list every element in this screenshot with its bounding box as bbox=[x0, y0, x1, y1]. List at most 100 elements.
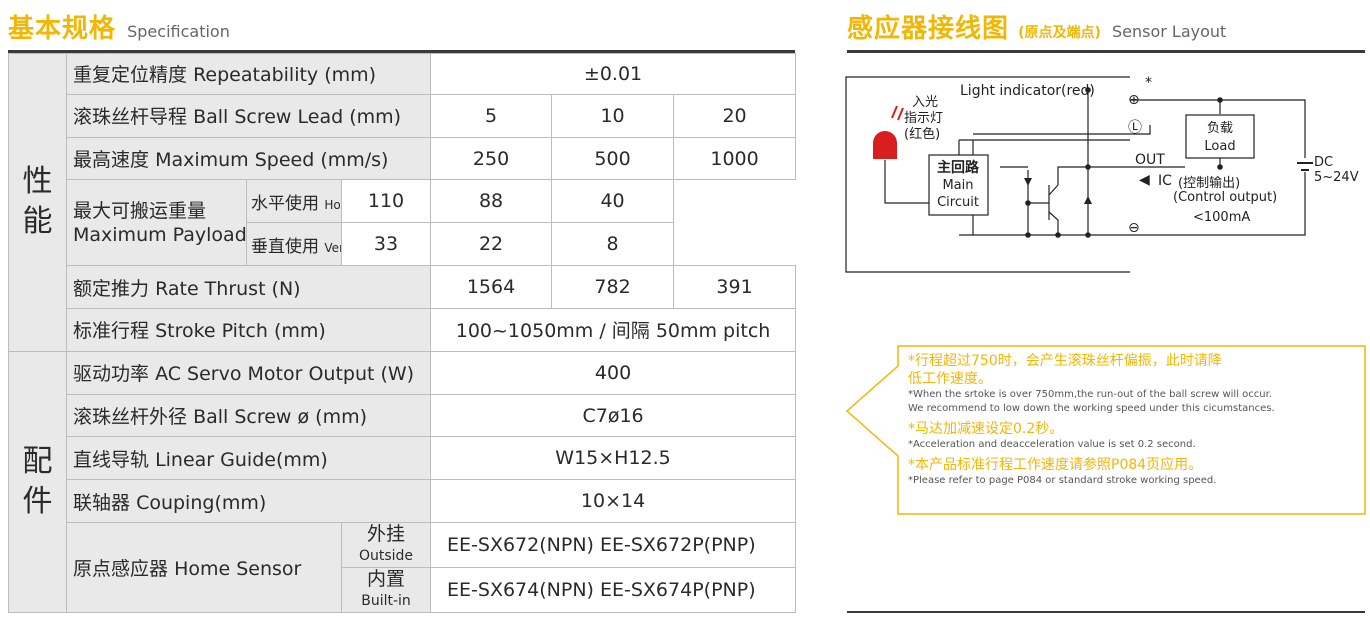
note-2-zh: *马达加减速设定0.2秒。 bbox=[908, 421, 1064, 437]
notes-bubble bbox=[845, 345, 1366, 515]
led-indicator-icon bbox=[873, 131, 897, 156]
table-cell: 33 bbox=[340, 222, 432, 267]
sensor-title-paren: (原点及端点) bbox=[1018, 25, 1101, 41]
horizontal-label: 水平使用 Horizontal(kg) bbox=[246, 179, 342, 224]
main-zh: 主回路 bbox=[937, 159, 980, 176]
table-row: 滚珠丝杆外径 Ball Screw ø (mm) C7ø16 bbox=[9, 393, 797, 438]
incident-zh-2: 指示灯 bbox=[904, 111, 943, 126]
table-cell: 40 bbox=[551, 179, 675, 224]
l-terminal: Ⓛ bbox=[1128, 120, 1142, 136]
l-line bbox=[973, 125, 1151, 135]
row-label: 联轴器 Couping(mm) bbox=[65, 479, 432, 524]
spec-header: 基本规格 Specification bbox=[8, 8, 230, 45]
load-zh: 负载 bbox=[1207, 121, 1233, 136]
note-2-en: *Acceleration and deacceleration value i… bbox=[908, 439, 1196, 450]
table-row: 额定推力 Rate Thrust (N) 1564 782 391 bbox=[9, 265, 797, 309]
table-row: 滚珠丝杆导程 Ball Screw Lead (mm) 5 10 20 bbox=[9, 93, 797, 138]
main-en-1: Main bbox=[942, 178, 973, 193]
coupling-value: 10×14 bbox=[430, 479, 797, 524]
row-label: 重复定位精度 Repeatability (mm) bbox=[65, 53, 432, 95]
repeatability-value: ±0.01 bbox=[430, 53, 797, 95]
star-mark: * bbox=[1145, 75, 1152, 91]
load-box bbox=[1185, 114, 1255, 159]
out-label: OUT bbox=[1135, 152, 1165, 168]
table-row: 标准行程 Stroke Pitch (mm) 100~1050mm / 间隔 5… bbox=[9, 307, 797, 352]
row-label: 额定推力 Rate Thrust (N) bbox=[65, 265, 432, 309]
battery-icon bbox=[1297, 162, 1313, 171]
positive-rail bbox=[1130, 99, 1306, 158]
outside-value: EE-SX672(NPN) EE-SX672P(PNP) bbox=[430, 522, 797, 568]
light-indicator-label: Light indicator(red) bbox=[960, 83, 1095, 99]
table-cell: 22 bbox=[430, 222, 553, 267]
spec-subtitle: Specification bbox=[127, 22, 230, 41]
row-label: 最高速度 Maximum Speed (mm/s) bbox=[65, 136, 432, 181]
sensor-title: 感应器接线图 bbox=[847, 14, 1010, 44]
row-label: 滚珠丝杆导程 Ball Screw Lead (mm) bbox=[65, 93, 432, 138]
row-label: 标准行程 Stroke Pitch (mm) bbox=[65, 307, 432, 352]
note-3-zh: *本产品标准行程工作速度请参照P084页应用。 bbox=[908, 457, 1203, 473]
table-row: 性能 重复定位精度 Repeatability (mm) ±0.01 bbox=[8, 53, 797, 352]
table-cell: 88 bbox=[430, 179, 553, 224]
table-row: 配件 驱动功率 AC Servo Motor Output (W) 400 bbox=[8, 350, 797, 614]
spec-table: 性能 重复定位精度 Repeatability (mm) ±0.01 滚珠丝杆导… bbox=[8, 53, 797, 614]
sensor-bottom-rule bbox=[847, 611, 1365, 613]
table-cell: 10 bbox=[551, 93, 675, 138]
ic-arrow-icon: ◀ bbox=[1139, 172, 1150, 188]
notes-block: *行程超过750时，会产生滚珠丝杆偏振，此时请降 低工作速度。 *When th… bbox=[908, 352, 1358, 492]
table-row: 垂直使用 Vertical(kg) 33 22 8 bbox=[9, 222, 796, 267]
led-wire bbox=[884, 160, 929, 204]
table-cell: 1000 bbox=[673, 136, 797, 181]
home-sensor-label: 原点感应器 Home Sensor bbox=[66, 522, 342, 613]
note-3-en: *Please refer to page P084 or standard s… bbox=[908, 475, 1217, 486]
control-en: (Control output) bbox=[1173, 190, 1277, 205]
note-1-zh: *行程超过750时，会产生滚珠丝杆偏振，此时请降 bbox=[908, 353, 1222, 369]
sensor-subtitle: Sensor Layout bbox=[1112, 22, 1227, 41]
control-zh: (控制输出) bbox=[1178, 175, 1240, 191]
notes-bubble-border bbox=[845, 345, 1366, 515]
table-cell: 110 bbox=[340, 179, 432, 224]
table-row: 最高速度 Maximum Speed (mm/s) 250 500 1000 bbox=[9, 136, 797, 181]
zener-icon bbox=[1024, 178, 1032, 186]
sensor-header: 感应器接线图 (原点及端点) Sensor Layout bbox=[847, 8, 1226, 45]
wiring-diagram: 主回路 Main Circuit 负载 Load 入光 指示灯 (红色) Lig… bbox=[845, 75, 1359, 273]
plus-terminal: ⊕ bbox=[1128, 92, 1140, 108]
table-cell: 1564 bbox=[430, 265, 553, 309]
table-cell: 20 bbox=[673, 93, 797, 138]
table-row: 联轴器 Couping(mm) 10×14 bbox=[9, 479, 797, 524]
group-parts: 配件 bbox=[8, 350, 67, 614]
guide-value: W15×H12.5 bbox=[430, 436, 797, 481]
table-cell: 782 bbox=[551, 265, 675, 309]
group-performance: 性能 bbox=[8, 53, 67, 352]
main-en-2: Circuit bbox=[937, 195, 979, 210]
builtin-value: EE-SX674(NPN) EE-SX674P(PNP) bbox=[430, 566, 797, 614]
vertical-label: 垂直使用 Vertical(kg) bbox=[246, 222, 342, 267]
screw-od-value: C7ø16 bbox=[430, 393, 797, 438]
current-label: <100mA bbox=[1193, 210, 1250, 225]
note-1-en-cont: We recommend to low down the working spe… bbox=[908, 403, 1275, 414]
sensor-top-rule bbox=[847, 50, 1365, 53]
row-label: 直线导轨 Linear Guide(mm) bbox=[65, 436, 432, 481]
note-1-zh-cont: 低工作速度。 bbox=[908, 371, 992, 387]
row-label: 驱动功率 AC Servo Motor Output (W) bbox=[65, 350, 432, 395]
table-cell: 391 bbox=[673, 265, 797, 309]
minus-terminal: ⊖ bbox=[1128, 220, 1140, 236]
table-cell: 5 bbox=[430, 93, 553, 138]
main-circuit-box bbox=[928, 154, 989, 216]
spec-top-rule bbox=[8, 50, 795, 53]
table-cell: 250 bbox=[430, 136, 553, 181]
stroke-value: 100~1050mm / 间隔 50mm pitch bbox=[430, 307, 797, 352]
sensor-frame bbox=[845, 76, 1130, 273]
junction-dots bbox=[1025, 87, 1223, 238]
incident-zh-1: 入光 bbox=[912, 95, 938, 110]
led-rays bbox=[891, 105, 904, 121]
dc-label: DC bbox=[1314, 155, 1333, 170]
table-cell: 500 bbox=[551, 136, 675, 181]
ic-label: IC bbox=[1158, 173, 1172, 189]
led-base bbox=[873, 154, 897, 159]
